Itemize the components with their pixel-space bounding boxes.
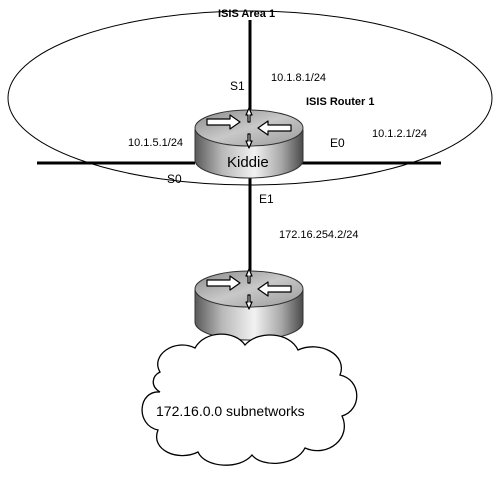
- router-kiddie: [194, 107, 304, 179]
- router-icon: [206, 268, 292, 310]
- router-edge: [194, 268, 304, 341]
- e0-interface-label: E0: [330, 136, 345, 150]
- router-icon: [206, 107, 292, 149]
- router-name-label: Kiddie: [227, 154, 269, 171]
- e0-address-label: 10.1.2.1/24: [372, 128, 427, 140]
- cloud-label: 172.16.0.0 subnetworks: [156, 403, 305, 419]
- router-caption: ISIS Router 1: [306, 96, 374, 108]
- area-label: ISIS Area 1: [218, 8, 275, 20]
- e1-address-label: 172.16.254.2/24: [279, 229, 359, 241]
- s0-interface-label: S0: [167, 172, 182, 186]
- cloud-icon: [141, 333, 358, 466]
- s0-address-label: 10.1.5.1/24: [128, 137, 183, 149]
- s1-interface-label: S1: [230, 79, 245, 93]
- e1-interface-label: E1: [259, 192, 274, 206]
- s1-address-label: 10.1.8.1/24: [271, 72, 326, 84]
